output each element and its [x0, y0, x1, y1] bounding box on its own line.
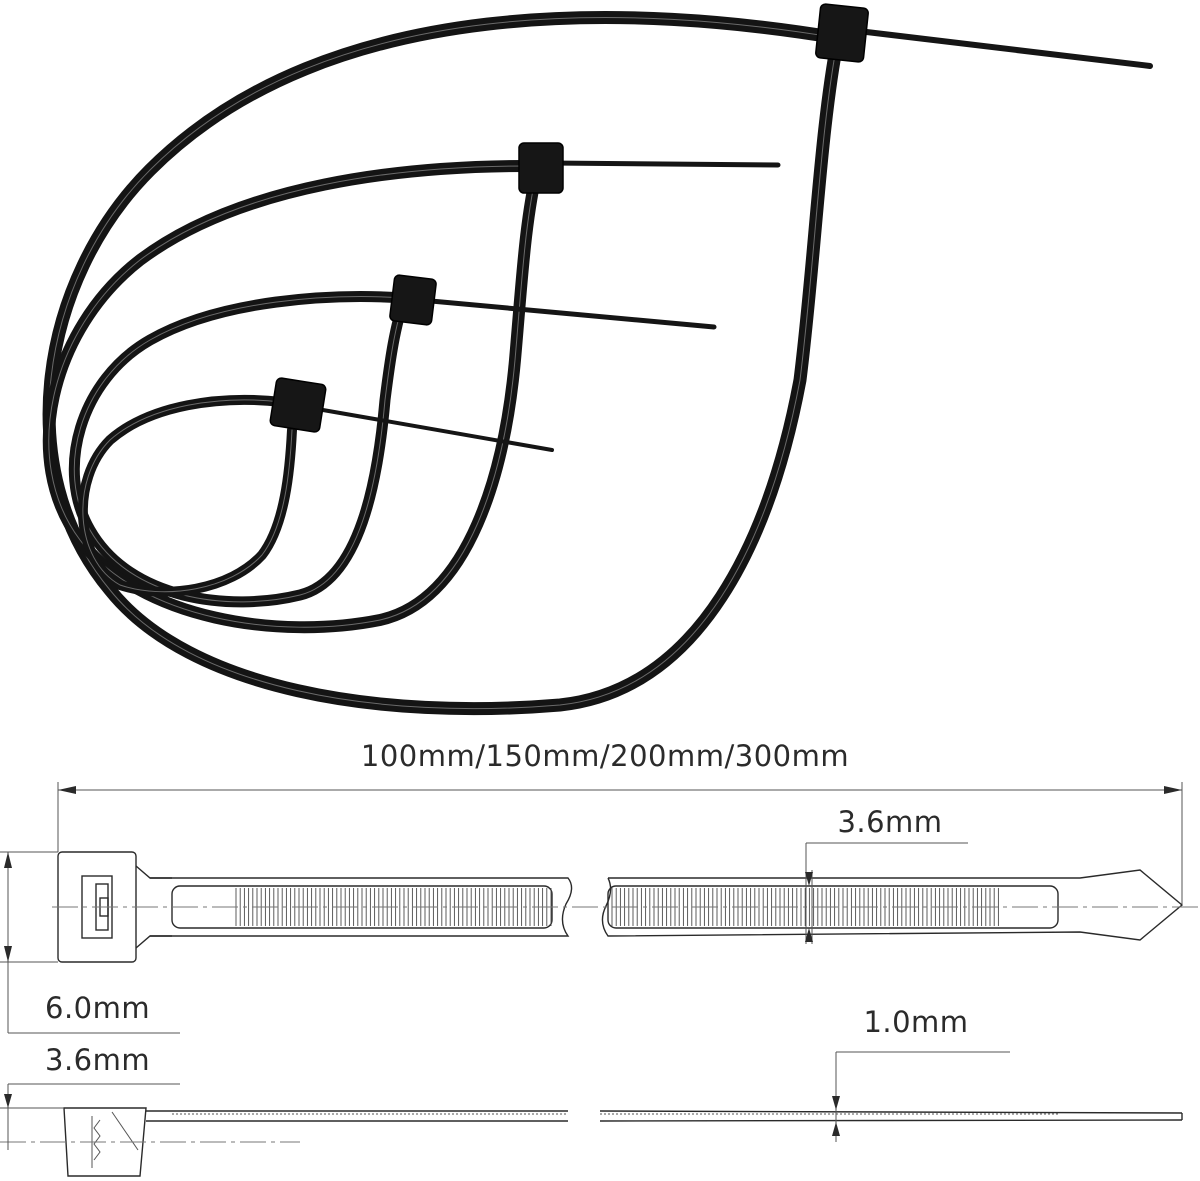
length-label: 100mm/150mm/200mm/300mm: [361, 739, 849, 773]
tie-width-dimension: 6.0mm: [0, 851, 180, 1034]
top-view-drawing: [52, 851, 1200, 963]
tie-head-100mm: [269, 377, 327, 433]
cable-tie-100mm: [77, 377, 554, 597]
length-dimension-line: [57, 782, 1183, 904]
tie-head-150mm: [389, 274, 437, 326]
tooth-pitch-label: 3.6mm: [837, 805, 942, 839]
cable-tie-300mm: [42, 3, 1153, 716]
tie-head-300mm: [815, 3, 869, 63]
tie-width-label: 6.0mm: [45, 991, 150, 1025]
head-height-dimension: 3.6mm: [0, 1043, 180, 1150]
cable-ties-illustration: [42, 3, 1153, 716]
tooth-pitch-dimension: 3.6mm: [805, 805, 968, 944]
cable-tie-200mm: [42, 142, 781, 634]
strap-thickness-dimension: 1.0mm: [832, 1005, 1010, 1142]
cable-tie-150mm: [68, 274, 717, 608]
side-view-drawing: [0, 1107, 1183, 1177]
strap-thickness-label: 1.0mm: [863, 1005, 968, 1039]
tie-head-200mm: [518, 142, 564, 194]
head-height-label: 3.6mm: [45, 1043, 150, 1077]
